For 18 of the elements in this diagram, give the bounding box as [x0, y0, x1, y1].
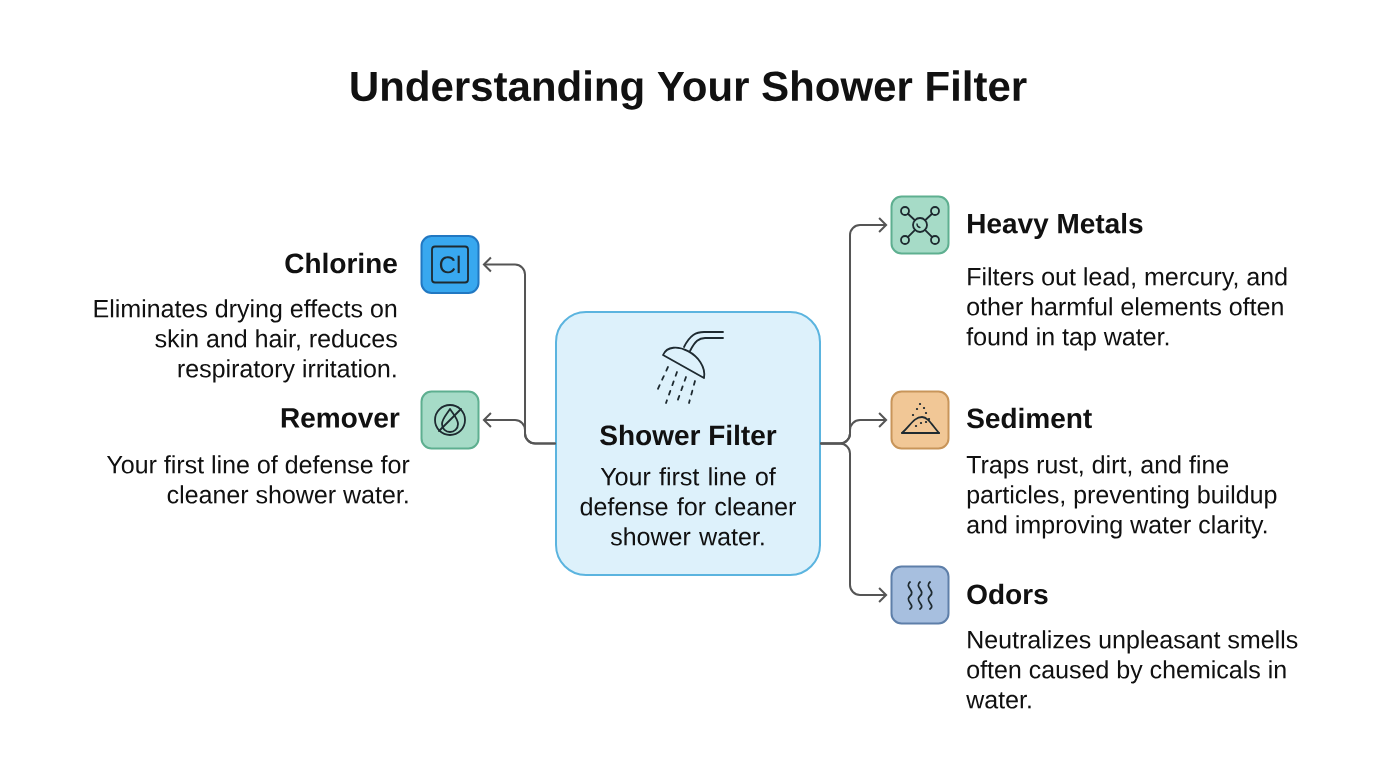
description: Filters out lead, mercury, and other harmful elements often found in tap water. [966, 267, 1287, 351]
heading: Shower Filter [600, 424, 777, 446]
description: Traps rust, dirt, and fine particles, preventing buildup and improving water clarity. [966, 455, 1277, 539]
heading: Heavy Metals [968, 212, 1143, 240]
title: Understanding Your Shower Filter [351, 70, 1027, 110]
heading: Chlorine [285, 252, 397, 274]
symbol-tile: Cl [420, 235, 480, 294]
description: Your first line of defense for cleaner shower water. [580, 467, 796, 546]
icon-tile [890, 565, 950, 625]
icon-tile [890, 390, 950, 450]
heading: Sediment [967, 407, 1092, 429]
icon-tile [890, 195, 950, 255]
description: Your first line of defense for cleaner shower water. [106, 455, 410, 504]
heading: Remover [281, 408, 400, 428]
heading: Odors [967, 583, 1048, 605]
description: Neutralizes unpleasant smells often caused by chemicals in water. [966, 630, 1298, 709]
description: Eliminates drying effects on skin and hair, reduces respiratory irritation. [94, 299, 397, 383]
icon-tile [420, 390, 480, 450]
